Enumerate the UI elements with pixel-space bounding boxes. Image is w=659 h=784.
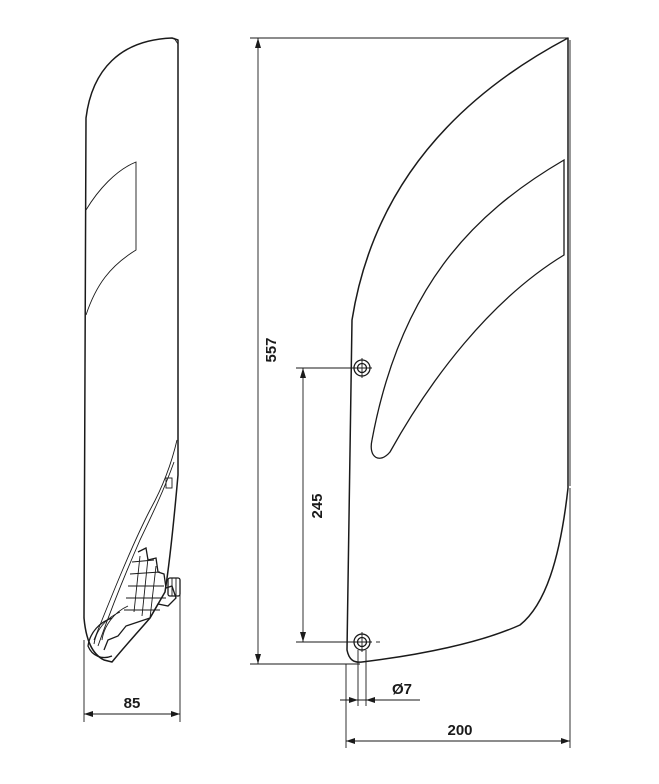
side-view-back-edge bbox=[173, 37, 179, 475]
dimension-hole-diameter-label: Ø7 bbox=[392, 681, 412, 698]
dimension-width bbox=[345, 488, 571, 748]
side-view-connector bbox=[87, 477, 181, 659]
side-view-lower-curve-inner bbox=[97, 461, 175, 647]
dimension-height bbox=[250, 37, 568, 665]
side-view-lower-curve bbox=[93, 439, 178, 641]
dimension-hole-spacing-label: 245 bbox=[309, 493, 326, 518]
side-view bbox=[83, 37, 181, 663]
dimension-depth-label: 85 bbox=[124, 695, 141, 712]
side-view-outline bbox=[83, 37, 179, 663]
dimension-depth bbox=[83, 590, 181, 722]
dimension-hole-diameter bbox=[340, 650, 420, 706]
side-view-window bbox=[85, 161, 137, 316]
front-view bbox=[346, 37, 571, 663]
dimension-hole-spacing bbox=[296, 367, 362, 643]
dimension-height-label: 557 bbox=[263, 337, 280, 362]
front-view-outline bbox=[346, 37, 569, 663]
dimension-width-label: 200 bbox=[447, 722, 472, 739]
front-view-window bbox=[370, 158, 565, 459]
